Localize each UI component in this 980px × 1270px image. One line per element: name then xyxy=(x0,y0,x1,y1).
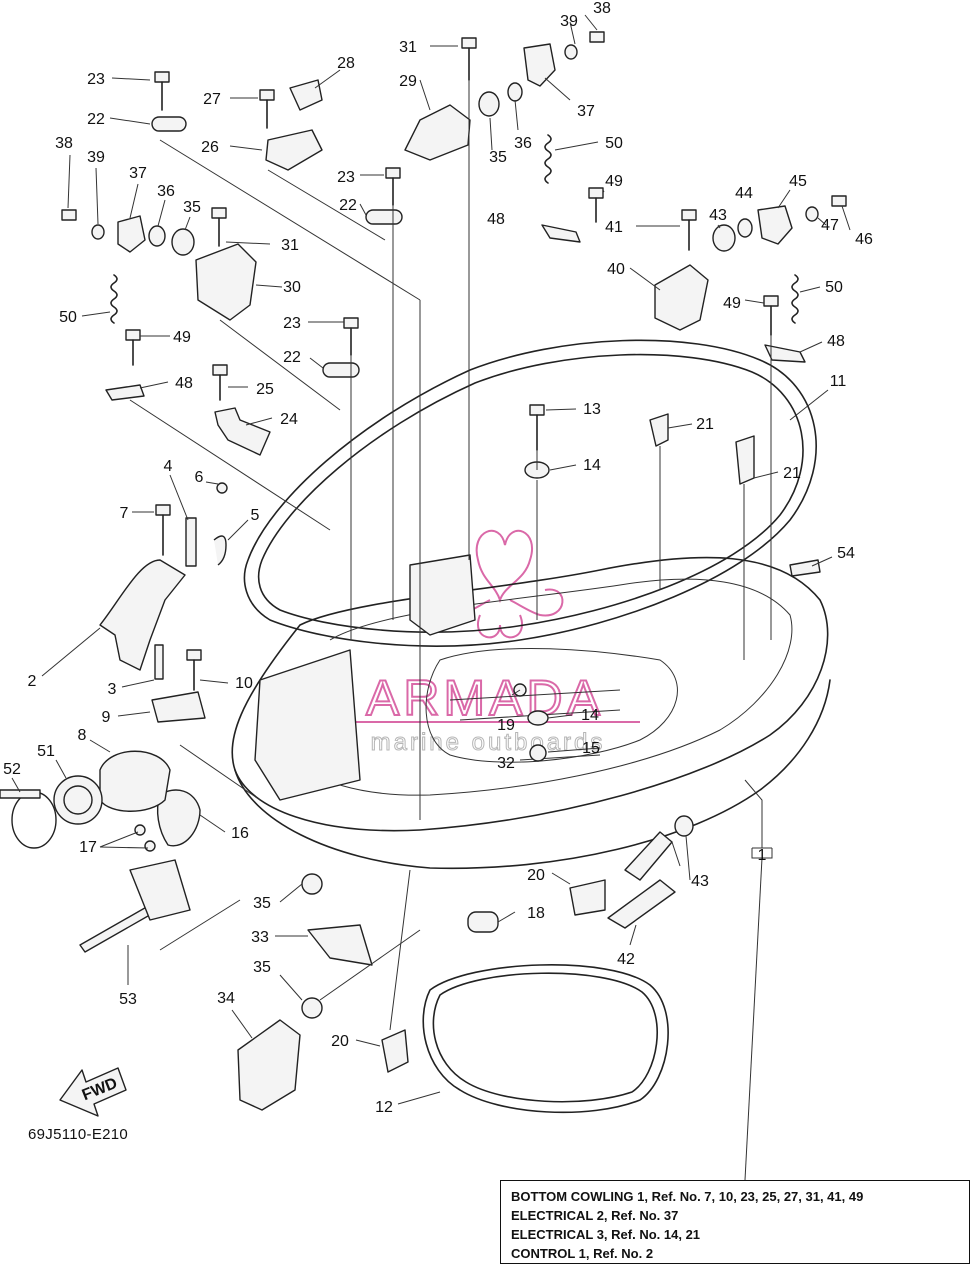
callout-54: 54 xyxy=(837,545,855,562)
callout-30: 30 xyxy=(283,279,301,296)
callout-48c: 48 xyxy=(827,333,845,350)
callout-14a: 14 xyxy=(583,457,601,474)
cowling-floor xyxy=(425,647,678,763)
callout-22a: 22 xyxy=(87,111,105,128)
callout-35c: 35 xyxy=(253,895,271,912)
callout-53: 53 xyxy=(119,991,137,1008)
callout-28: 28 xyxy=(337,55,355,72)
callout-42: 42 xyxy=(617,951,635,968)
callout-13: 13 xyxy=(583,401,601,418)
callout-4: 4 xyxy=(164,458,173,475)
callout-12: 12 xyxy=(375,1099,393,1116)
callout-48a: 48 xyxy=(487,211,505,228)
reference-line: CONTROL 1, Ref. No. 2 xyxy=(511,1246,654,1261)
reference-line: ELECTRICAL 2, Ref. No. 37 xyxy=(511,1208,679,1223)
callout-40: 40 xyxy=(607,261,625,278)
parts xyxy=(0,31,847,1117)
callout-23b: 23 xyxy=(337,169,355,186)
callout-19: 19 xyxy=(497,717,515,734)
callout-10: 10 xyxy=(235,675,253,692)
callout-48b: 48 xyxy=(175,375,193,392)
reference-box: BOTTOM COWLING 1, Ref. No. 7, 10, 23, 25… xyxy=(500,1180,970,1264)
fwd-arrow-icon xyxy=(59,1067,127,1117)
cowling-support-bracket xyxy=(409,554,476,636)
callout-23c: 23 xyxy=(283,315,301,332)
callout-1: 1 xyxy=(758,847,767,864)
callout-33: 33 xyxy=(251,929,269,946)
callout-41: 41 xyxy=(605,219,623,236)
callout-47: 47 xyxy=(821,217,839,234)
callout-46: 46 xyxy=(855,231,873,248)
callout-24: 24 xyxy=(280,411,298,428)
callout-31a: 31 xyxy=(399,39,417,56)
callout-38b: 38 xyxy=(593,0,611,17)
cowling-gasket-outer xyxy=(243,339,817,647)
cowling-front-panel xyxy=(254,649,361,801)
callout-39a: 39 xyxy=(87,149,105,166)
callout-27: 27 xyxy=(203,91,221,108)
seal-12 xyxy=(422,964,669,1114)
callout-50b: 50 xyxy=(59,309,77,326)
callout-18: 18 xyxy=(527,905,545,922)
callout-50c: 50 xyxy=(825,279,843,296)
callout-22b: 22 xyxy=(339,197,357,214)
callout-14b: 14 xyxy=(581,707,599,724)
callout-26: 26 xyxy=(201,139,219,156)
callout-9: 9 xyxy=(102,709,111,726)
reference-line: ELECTRICAL 3, Ref. No. 14, 21 xyxy=(511,1227,701,1242)
callout-44: 44 xyxy=(735,185,753,202)
callout-52: 52 xyxy=(3,761,21,778)
callout-23a: 23 xyxy=(87,71,105,88)
callout-49a: 49 xyxy=(173,329,191,346)
callout-36b: 36 xyxy=(514,135,532,152)
callout-22c: 22 xyxy=(283,349,301,366)
callout-15: 15 xyxy=(582,740,600,757)
callout-43a: 43 xyxy=(709,207,727,224)
callout-37b: 37 xyxy=(577,103,595,120)
callout-51: 51 xyxy=(37,743,55,760)
callout-49c: 49 xyxy=(723,295,741,312)
cowling-gasket-inner xyxy=(257,353,804,633)
catalog-number: 69J5110-E210 xyxy=(28,1126,129,1143)
callout-31b: 31 xyxy=(281,237,299,254)
cowling-inner-wall xyxy=(299,578,793,796)
callout-21b: 21 xyxy=(783,465,801,482)
callout-32: 32 xyxy=(497,755,515,772)
leader-lines xyxy=(11,14,851,1181)
callout-45: 45 xyxy=(789,173,807,190)
bottom-cowling xyxy=(231,339,831,870)
callout-5: 5 xyxy=(251,507,260,524)
callout-8: 8 xyxy=(78,727,87,744)
callout-17: 17 xyxy=(79,839,97,856)
callout-11: 11 xyxy=(830,373,847,390)
callout-20b: 20 xyxy=(331,1033,349,1050)
callout-43b: 43 xyxy=(691,873,709,890)
callouts: 1 2 3 4 5 6 7 8 9 10 11 12 13 14 14 15 1… xyxy=(3,0,873,1116)
callout-7: 7 xyxy=(120,505,129,522)
reference-line: BOTTOM COWLING 1, Ref. No. 7, 10, 23, 25… xyxy=(511,1189,864,1204)
callout-35b: 35 xyxy=(489,149,507,166)
callout-21a: 21 xyxy=(696,416,714,433)
watermark-tagline: marine outboards xyxy=(371,729,606,756)
callout-2: 2 xyxy=(28,673,37,690)
callout-20a: 20 xyxy=(527,867,545,884)
callout-39b: 39 xyxy=(560,13,578,30)
callout-36a: 36 xyxy=(157,183,175,200)
callout-50a: 50 xyxy=(605,135,623,152)
callout-38a: 38 xyxy=(55,135,73,152)
callout-16: 16 xyxy=(231,825,249,842)
callout-35a: 35 xyxy=(183,199,201,216)
callout-29: 29 xyxy=(399,73,417,90)
callout-3: 3 xyxy=(108,681,117,698)
callout-37a: 37 xyxy=(129,165,147,182)
callout-34: 34 xyxy=(217,990,235,1007)
cowling-base xyxy=(234,679,831,870)
callout-49b: 49 xyxy=(605,173,623,190)
callout-25: 25 xyxy=(256,381,274,398)
callout-35d: 35 xyxy=(253,959,271,976)
callout-6: 6 xyxy=(195,469,204,486)
